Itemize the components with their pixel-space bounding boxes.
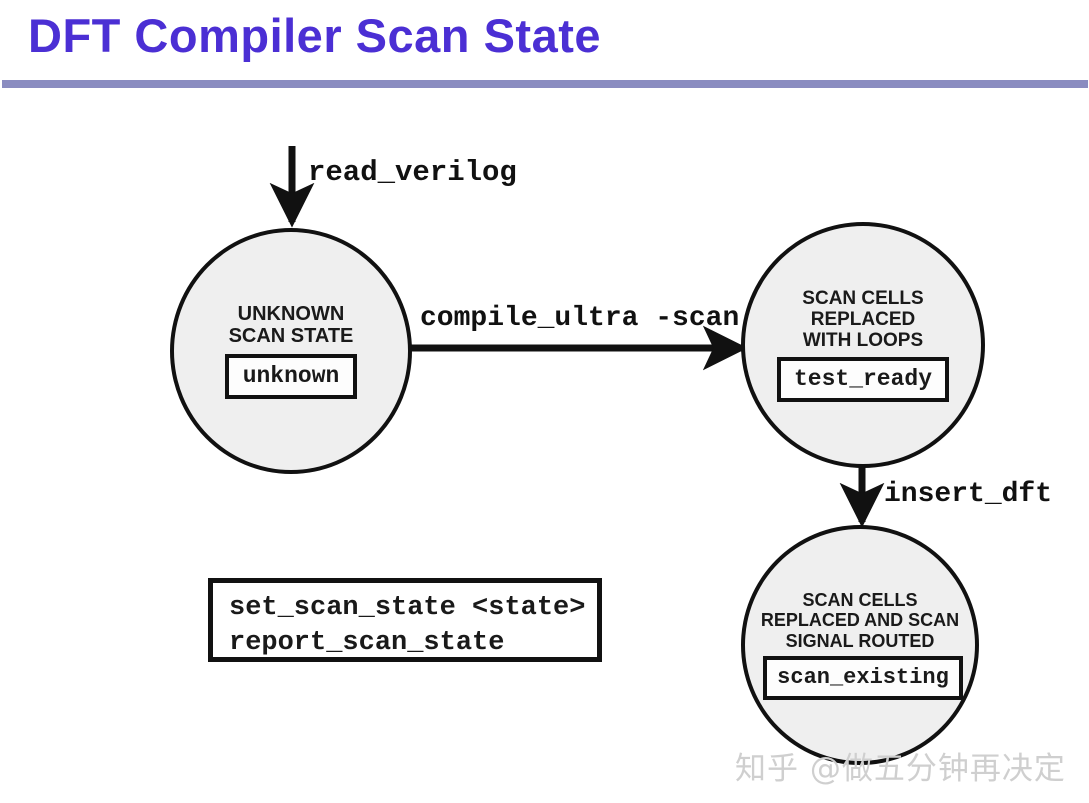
edge-label-compile-ultra: compile_ultra -scan — [420, 303, 740, 334]
watermark: 知乎 @做五分钟再决定 — [735, 751, 1066, 787]
state-chip-unknown: unknown — [224, 354, 358, 400]
edge-label-insert-dft: insert_dft — [884, 479, 1053, 510]
state-caption-unknown: UNKNOWN SCAN STATE — [228, 302, 354, 347]
command-line-set-scan-state: set_scan_state <state> — [229, 593, 586, 623]
state-node-test-ready[interactable]: SCAN CELLS REPLACED WITH LOOPS test_read… — [741, 222, 985, 468]
state-chip-test-ready: test_ready — [776, 357, 950, 403]
state-node-scan-existing[interactable]: SCAN CELLS REPLACED AND SCAN SIGNAL ROUT… — [741, 525, 979, 765]
command-line-report-scan-state: report_scan_state — [229, 627, 505, 658]
state-caption-test-ready: SCAN CELLS REPLACED WITH LOOPS — [802, 287, 924, 352]
title-divider — [2, 80, 1088, 88]
page-title: DFT Compiler Scan State — [28, 9, 601, 62]
command-box: set_scan_state <state> report_scan_state — [208, 578, 602, 662]
state-node-unknown[interactable]: UNKNOWN SCAN STATE unknown — [170, 228, 412, 474]
edge-label-read-verilog: read_verilog — [308, 156, 517, 189]
state-caption-scan-existing: SCAN CELLS REPLACED AND SCAN SIGNAL ROUT… — [760, 590, 960, 651]
state-chip-scan-existing: scan_existing — [763, 655, 963, 700]
